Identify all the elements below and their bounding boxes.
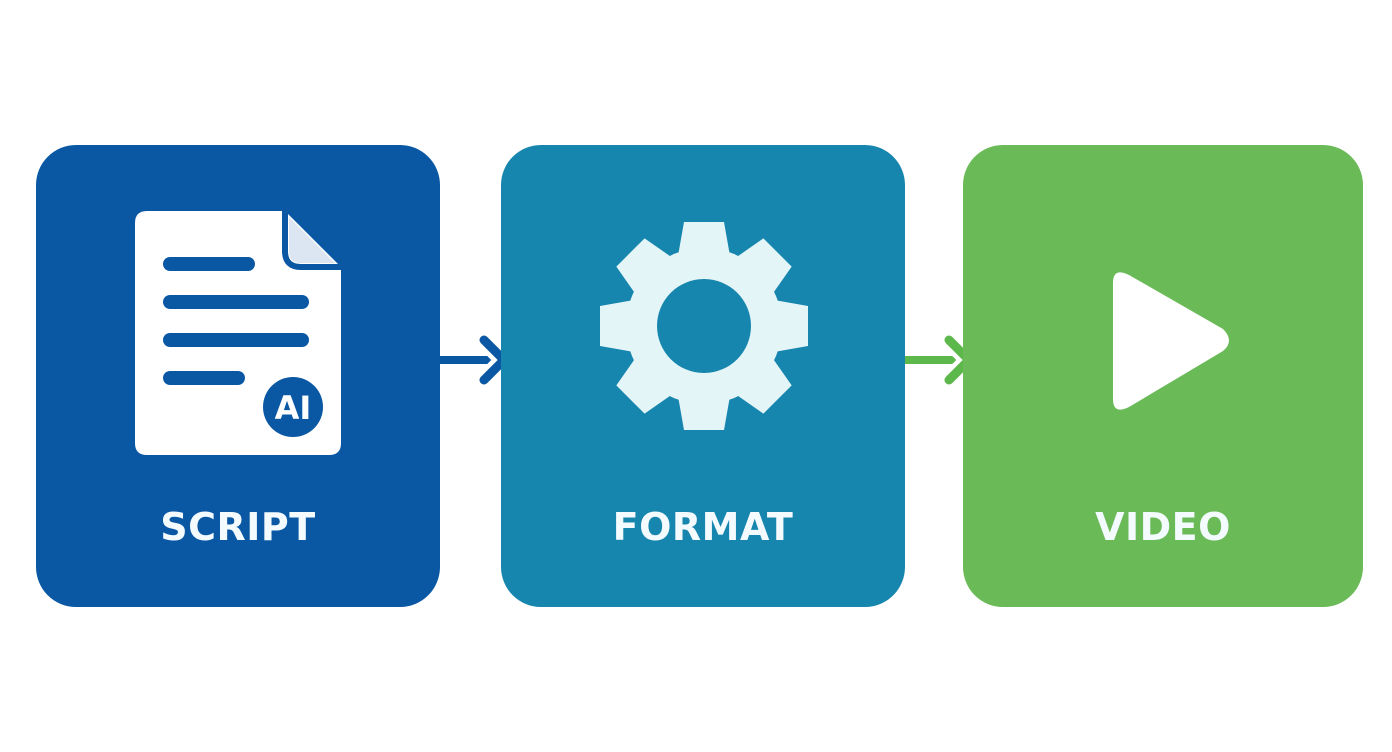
step-label-video: VIDEO (1095, 505, 1231, 549)
step-card-script: AI SCRIPT (36, 145, 440, 607)
step-label-script: SCRIPT (160, 505, 316, 549)
step-card-video: VIDEO (963, 145, 1363, 607)
step-label-format: FORMAT (612, 505, 794, 549)
gear-icon (600, 222, 808, 430)
step-card-format: FORMAT (501, 145, 905, 607)
ai-badge-text: AI (275, 389, 312, 427)
play-icon (1113, 272, 1229, 410)
document-ai-icon: AI (135, 211, 341, 455)
